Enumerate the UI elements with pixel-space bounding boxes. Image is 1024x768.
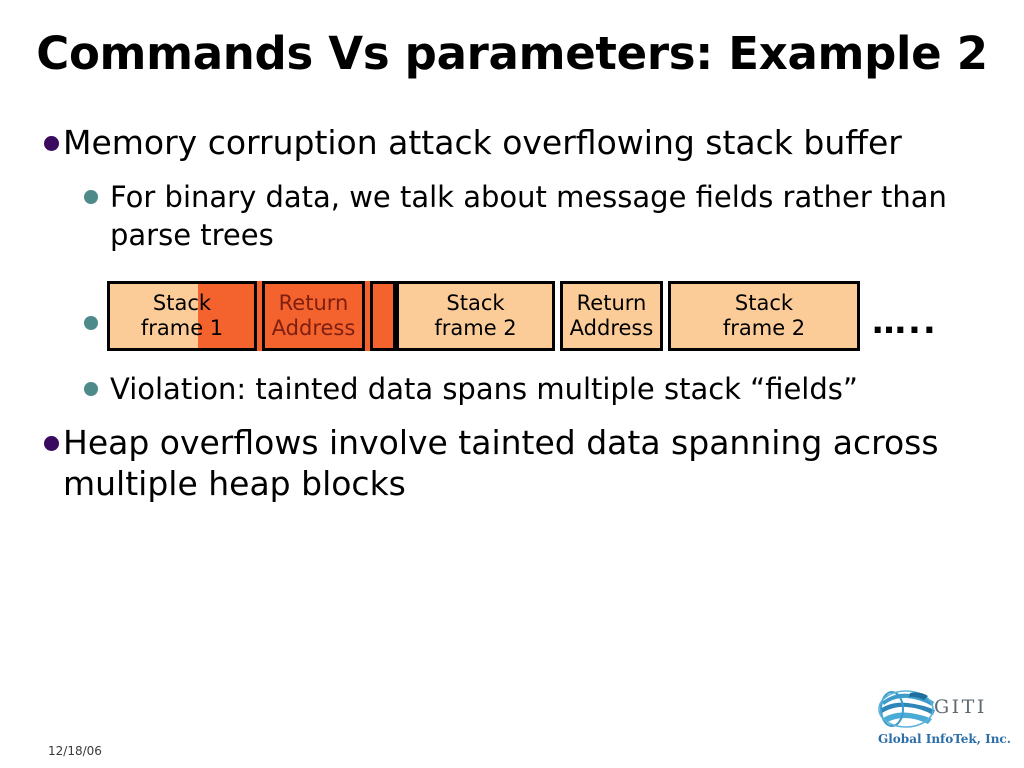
bullet-marker-level2-icon (84, 382, 98, 396)
tainted-region-overlay (197, 284, 254, 348)
stack-block-return-address: Return Address (560, 281, 663, 351)
bullet-marker-level1-icon (44, 436, 59, 451)
bullet-marker-level2-icon (84, 316, 98, 330)
stack-block-line2: frame 1 (140, 316, 224, 340)
footer-date: 12/18/06 (48, 744, 102, 758)
bullet-text: Memory corruption attack overflowing sta… (63, 123, 902, 162)
bullet-level2-binary-data: For binary data, we talk about message f… (84, 178, 1004, 254)
bullet-text: Violation: tainted data spans multiple s… (110, 372, 858, 406)
bullet-level2-diagram-marker (84, 304, 110, 330)
bullet-level1-memory-corruption: Memory corruption attack overflowing sta… (44, 122, 1004, 163)
stack-block-line2: frame 2 (434, 316, 517, 340)
stack-block-stack-frame-2-b: Stack frame 2 (668, 281, 860, 351)
stack-block-line2: Address (569, 316, 654, 340)
bullet-level2-violation: Violation: tainted data spans multiple s… (84, 370, 1004, 408)
stack-block-line1: Stack (446, 291, 505, 315)
logo-acronym: GITI (934, 696, 987, 718)
stack-block-line1: Return (278, 291, 349, 315)
diagram-ellipsis: ….. (872, 302, 938, 342)
stack-block-return-address-tainted: Return Address (262, 281, 365, 351)
company-logo: GITI Global InfoTek, Inc. (876, 688, 1011, 750)
bullet-level1-heap-overflows: Heap overflows involve tainted data span… (44, 422, 944, 504)
stack-block-stack-frame-1: Stack frame 1 (107, 281, 257, 351)
bullet-marker-level2-icon (84, 190, 98, 204)
bullet-text: Heap overflows involve tainted data span… (63, 423, 939, 503)
stack-frame-diagram: Stack frame 1 Return Address Stack frame… (107, 281, 860, 351)
bullet-marker-level1-icon (44, 136, 59, 151)
bullet-text: For binary data, we talk about message f… (110, 180, 947, 252)
stack-block-gap (555, 281, 560, 351)
stack-block-gap (257, 281, 262, 351)
stack-block-gap (663, 281, 668, 351)
stack-block-narrow-tainted (370, 281, 396, 351)
slide-title: Commands Vs parameters: Example 2 (36, 27, 988, 80)
stack-block-stack-frame-2-a: Stack frame 2 (396, 281, 555, 351)
globe-icon (877, 690, 935, 728)
stack-block-gap (365, 281, 370, 351)
stack-block-line1: Return (576, 291, 647, 315)
stack-block-line1: Stack (152, 291, 212, 315)
logo-company-name: Global InfoTek, Inc. (878, 732, 1011, 746)
stack-block-line1: Stack (734, 291, 794, 315)
stack-block-line2: frame 2 (722, 316, 806, 340)
stack-block-line2: Address (271, 316, 356, 340)
